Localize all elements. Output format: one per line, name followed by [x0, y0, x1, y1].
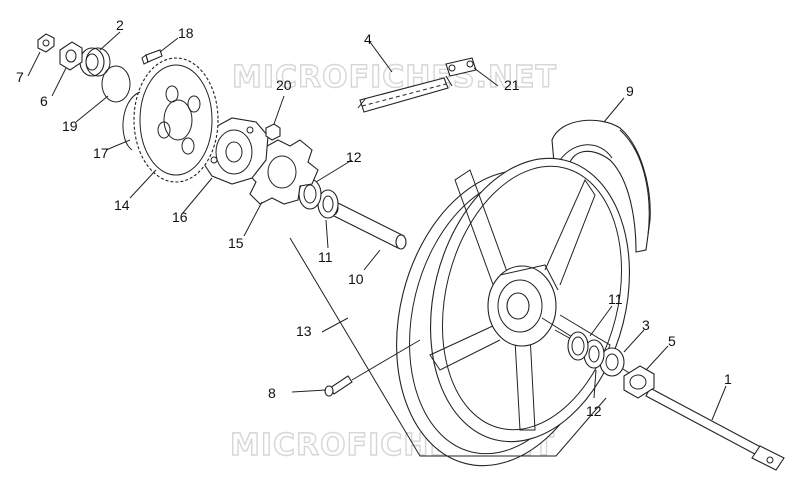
part-7-nut	[37, 33, 55, 53]
callout-14: 14	[114, 197, 130, 213]
callout-11-upper: 11	[318, 249, 333, 265]
callout-12-upper: 12	[346, 149, 362, 165]
callout-13: 13	[296, 323, 312, 339]
part-18-bolt	[141, 49, 163, 65]
part-8-bolt	[324, 339, 421, 397]
leader-lines	[27, 31, 727, 457]
part-5-spacer	[623, 365, 655, 399]
part-9-hugger	[551, 119, 651, 253]
callout-5: 5	[668, 333, 676, 349]
part-17-circlip	[122, 91, 141, 151]
part-4-chain	[357, 75, 453, 113]
callout-6: 6	[40, 93, 48, 109]
part-2-spacer	[79, 47, 111, 77]
part-19-ring	[101, 65, 131, 103]
part-11-bearing-lower	[567, 331, 589, 361]
callout-19: 19	[62, 118, 78, 134]
callout-15: 15	[228, 235, 244, 251]
part-20-nut	[265, 123, 281, 141]
part-13-wheel	[396, 157, 630, 467]
callout-9: 9	[626, 83, 634, 99]
part-10-spacer-tube	[327, 200, 407, 250]
callout-3: 3	[642, 317, 650, 333]
callout-18: 18	[178, 25, 194, 41]
callout-7: 7	[16, 69, 24, 85]
part-21-chain-link	[445, 57, 477, 77]
callout-16: 16	[172, 209, 188, 225]
callout-21: 21	[504, 77, 520, 93]
callout-1: 1	[724, 371, 732, 387]
callout-10: 10	[348, 271, 364, 287]
callout-17: 17	[93, 145, 109, 161]
callout-8: 8	[268, 385, 276, 401]
part-1-axle	[645, 387, 785, 471]
part-14-sprocket	[133, 57, 219, 183]
callout-2: 2	[116, 17, 124, 33]
part-6-chain-adjuster	[59, 41, 83, 71]
callout-4: 4	[364, 31, 372, 47]
callout-20: 20	[276, 77, 292, 93]
callout-12-lower: 12	[586, 403, 602, 419]
callout-11-lower: 11	[608, 291, 623, 307]
callouts: 2 18 7 6 19 17 14 16 15 20 12 11 10 13 4…	[16, 17, 732, 419]
watermark-top: MICROFICHES.NET	[232, 60, 557, 95]
